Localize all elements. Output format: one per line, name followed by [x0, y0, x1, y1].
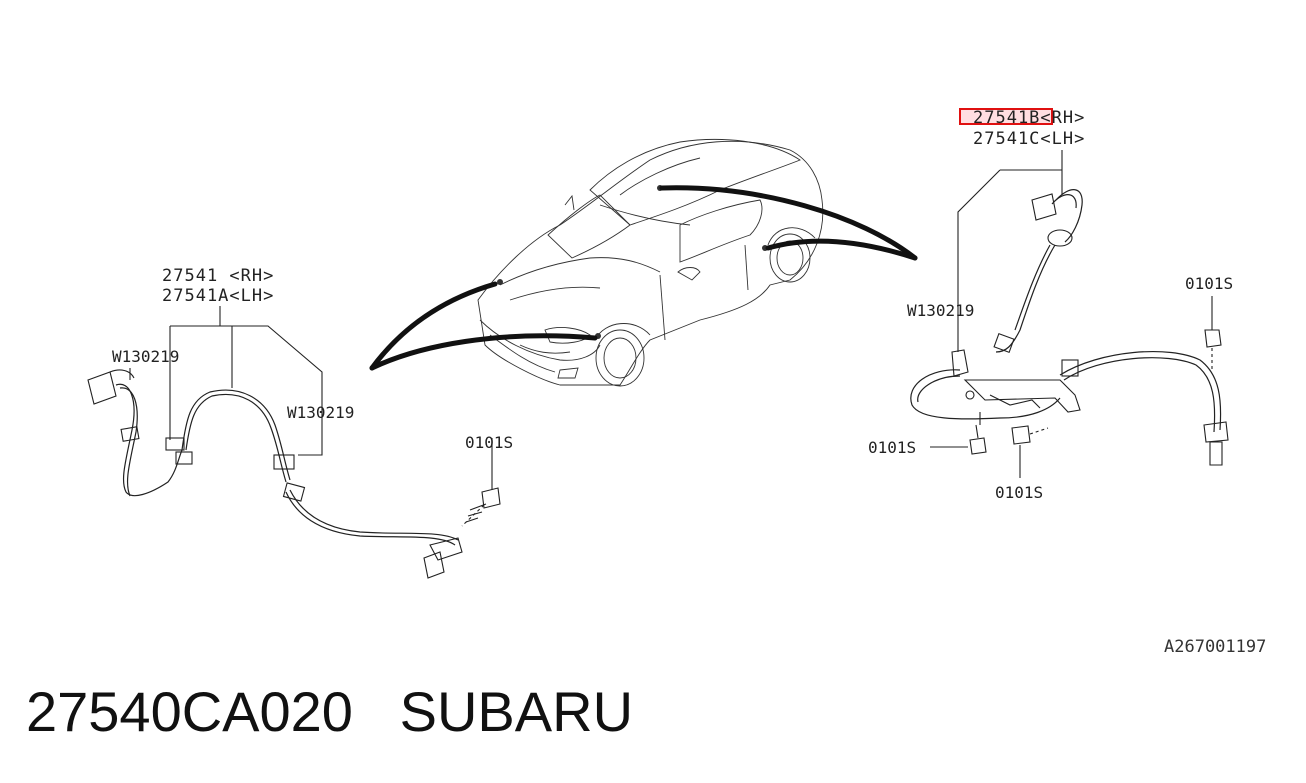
part-caption: 27540CA020 SUBARU [26, 684, 633, 740]
arrow-front-right [369, 333, 598, 371]
caption-part-number: 27540CA020 [26, 680, 353, 743]
label-rear-bolt-top: 0101S [1185, 274, 1233, 293]
label-rear-part-lh: 27541C<LH> [973, 129, 1085, 149]
rear-sensor-assembly [910, 108, 1229, 478]
label-rear-clip: W130219 [907, 301, 974, 320]
caption-brand: SUBARU [399, 680, 634, 743]
arrow-front-left [369, 281, 498, 371]
label-rear-part-rh: 27541B<RH> [973, 108, 1085, 128]
label-front-part-lh: 27541A<LH> [162, 286, 274, 306]
arrow-rear-top [659, 185, 918, 261]
label-front-clip-lower: W130219 [287, 403, 354, 422]
label-rear-bolt-left: 0101S [868, 438, 916, 457]
part-labels: 27541 <RH> 27541A<LH> W130219 W130219 01… [112, 108, 1266, 657]
label-front-clip-upper: W130219 [112, 347, 179, 366]
location-arrows [369, 185, 918, 371]
label-front-part-rh: 27541 <RH> [162, 266, 274, 286]
label-rear-bolt-bottom: 0101S [995, 483, 1043, 502]
arrow-rear-bottom [765, 238, 918, 261]
label-front-bolt: 0101S [465, 433, 513, 452]
caption-separator [353, 680, 400, 743]
front-sensor-assembly [87, 306, 501, 579]
drawing-reference: A267001197 [1164, 637, 1266, 657]
highlight-box [959, 108, 1053, 125]
car-illustration [477, 139, 824, 387]
